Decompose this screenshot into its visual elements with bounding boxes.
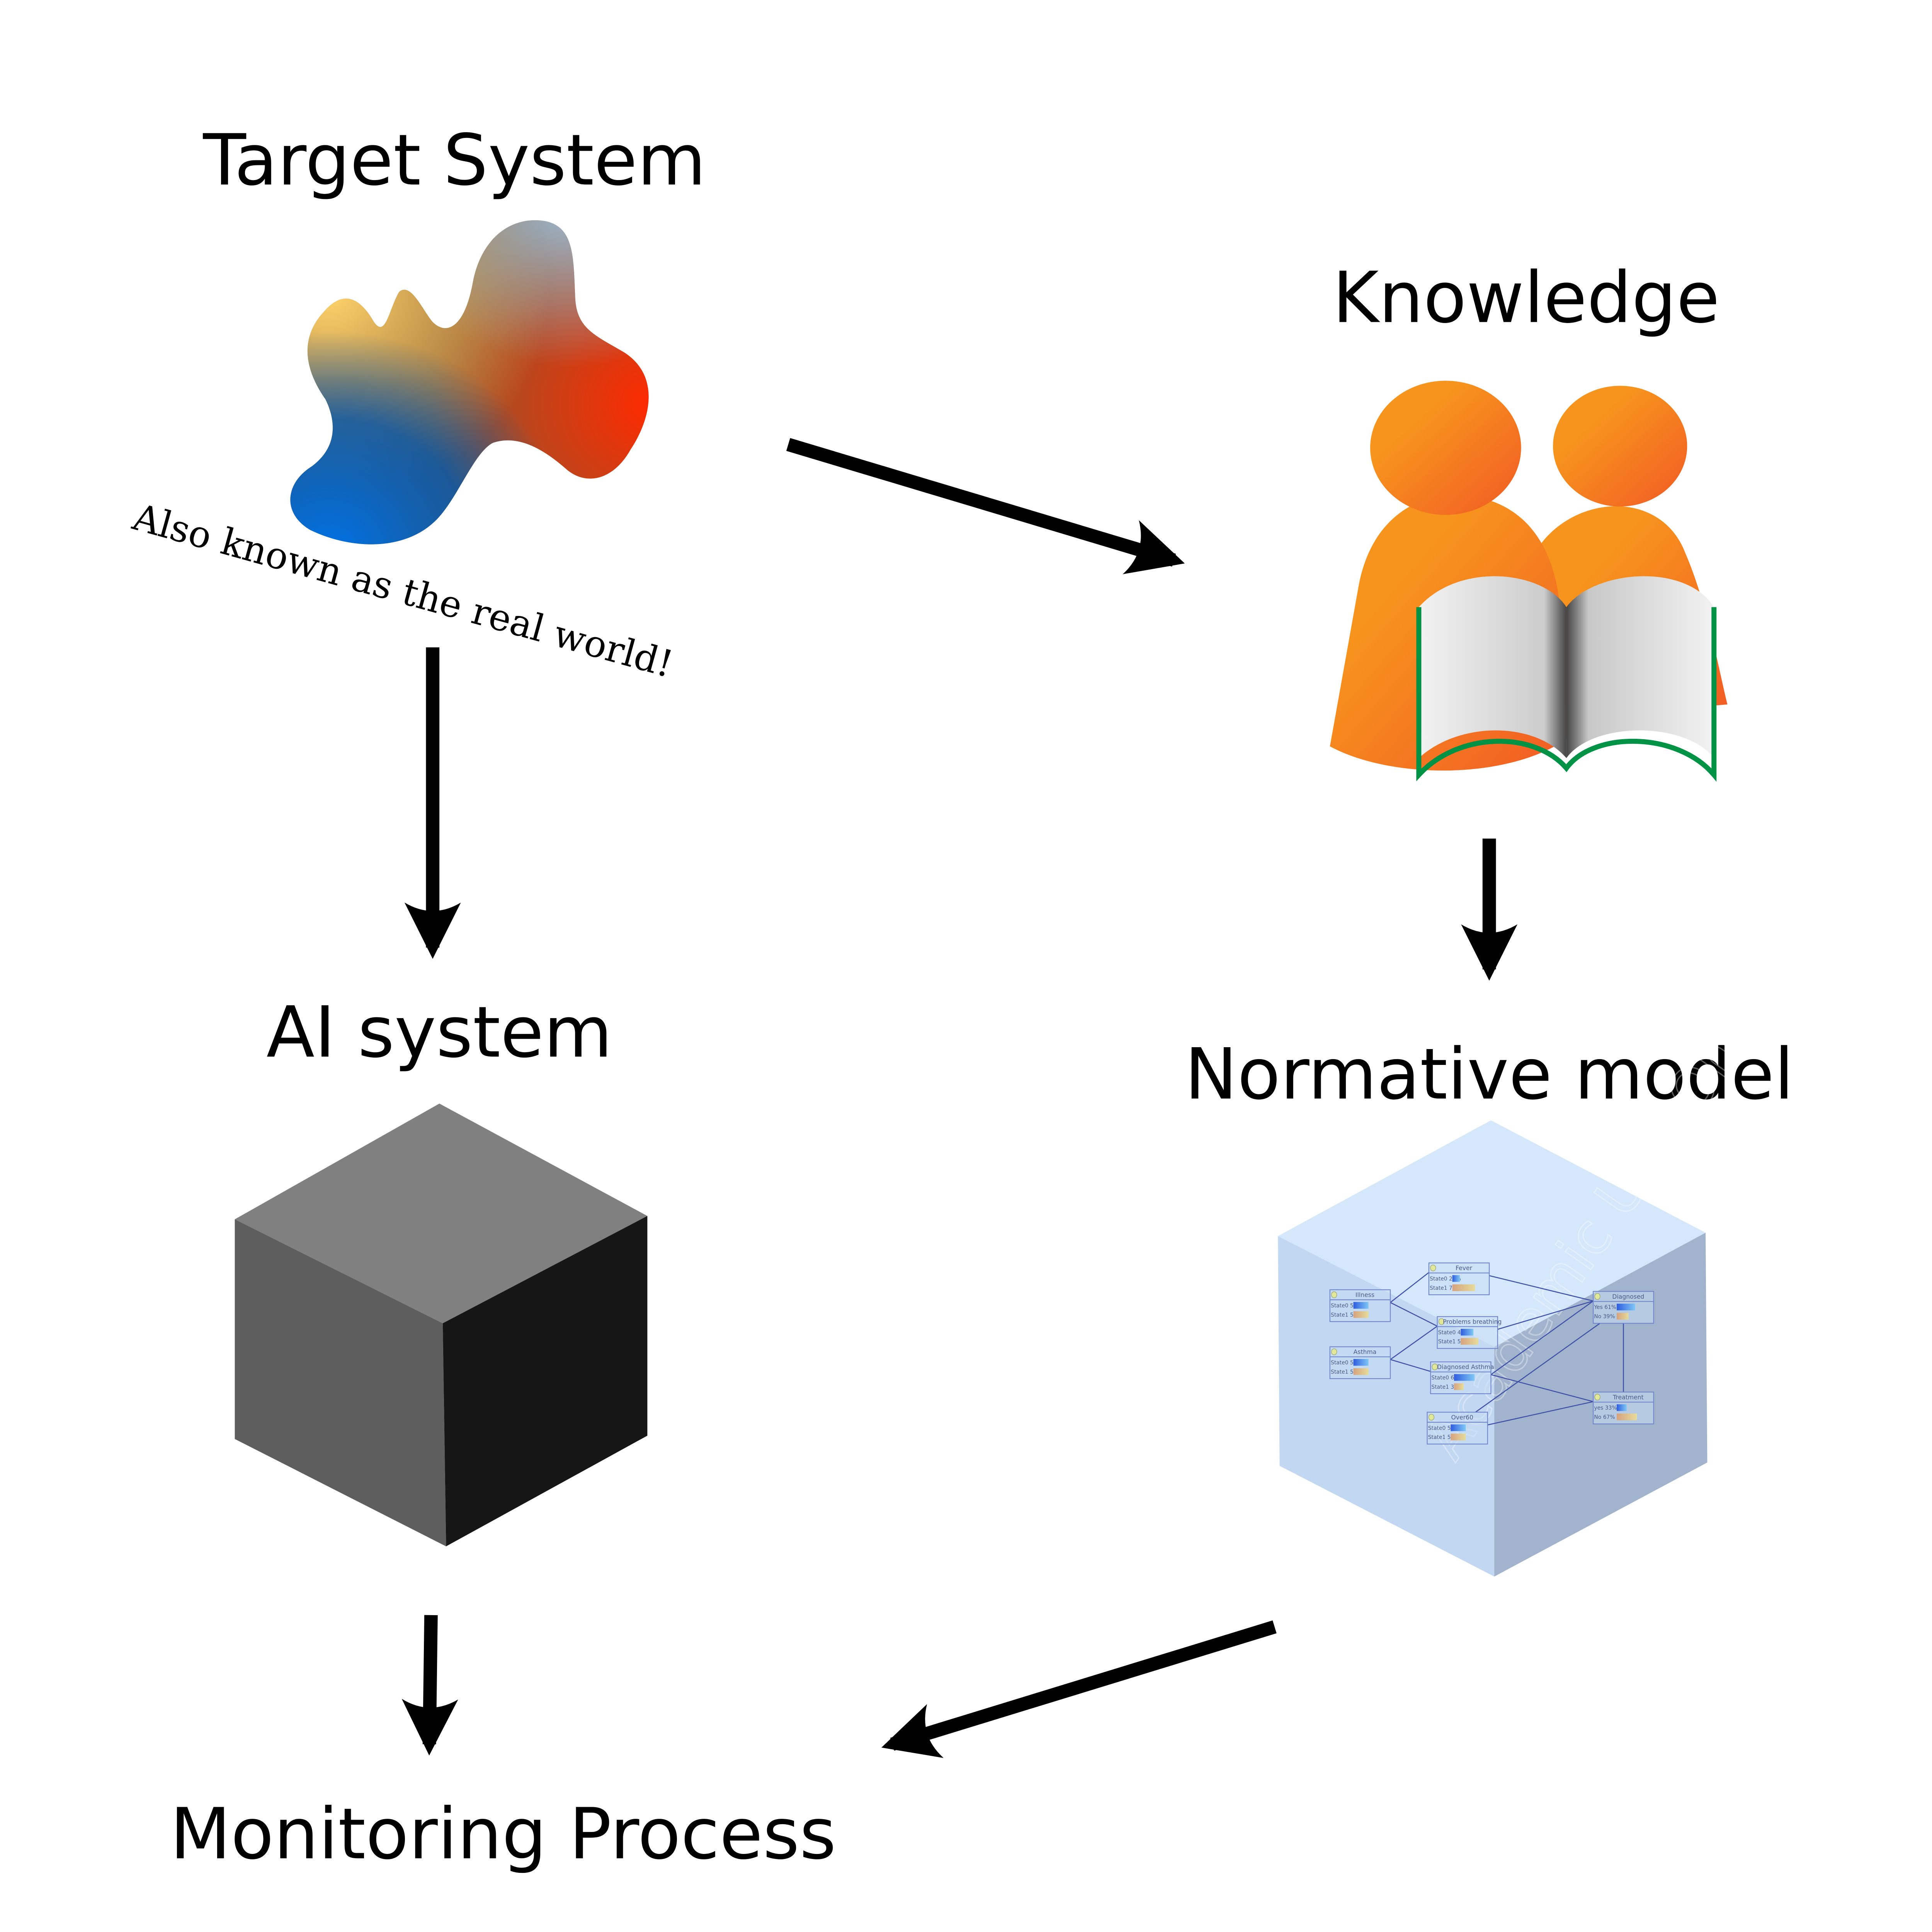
bn-state-bar [1353,1302,1369,1309]
bn-state-label: No 39% [1594,1314,1615,1320]
monitoring-process-node: Monitoring Process [170,1793,836,1875]
bn-node-status-icon [1438,1318,1445,1325]
knowledge-node: Knowledge [1330,257,1728,782]
cube-top-face [235,1104,648,1323]
bn-state-bar [1617,1313,1629,1320]
book-cover-edge [1416,607,1717,782]
bn-state-bar [1353,1311,1369,1318]
bn-node-title: Fever [1456,1265,1473,1272]
cube-left-face [235,1219,446,1546]
normative-model-node: Normative model Academic Use Only Illnes… [1185,980,1794,1577]
target-system-title: Target System [202,119,706,201]
bn-state-label: yes 33% [1594,1405,1617,1411]
bn-edge [1489,1275,1594,1302]
bn-state-bar [1353,1359,1369,1366]
bn-state-label: Yes 61% [1594,1304,1616,1311]
bn-node-title: Over60 [1451,1414,1473,1421]
bn-node-status-icon [1432,1364,1438,1370]
bn-node-title: Diagnosed Asthma [1437,1364,1494,1371]
bn-state-bar [1353,1368,1369,1375]
arrow-ai-to-monitoring [401,1615,458,1756]
bn-state-bar [1617,1413,1637,1420]
monitoring-process-title: Monitoring Process [170,1793,836,1875]
person-right-head [1553,386,1687,507]
bn-node-status-icon [1594,1394,1600,1401]
bn-state-bar [1452,1284,1475,1291]
bn-state-bar [1617,1303,1635,1311]
bn-edge [1390,1272,1429,1303]
bn-node-title: Problems breathing [1443,1318,1502,1325]
cube-right-face [442,1216,648,1546]
bn-node-status-icon [1594,1293,1600,1300]
bn-state-bar [1617,1404,1627,1411]
bn-node-title: Diagnosed [1612,1293,1644,1300]
bn-edge [1390,1302,1438,1327]
bn-node-status-icon [1331,1291,1337,1298]
black-box-cube-icon [235,1104,648,1546]
bn-node-title: Illness [1355,1292,1374,1299]
knowledge-title: Knowledge [1333,257,1720,338]
book-left-page [1418,576,1566,758]
ai-system-title: AI system [266,992,612,1073]
bn-state-bar [1451,1434,1466,1440]
bn-edge [1497,1300,1594,1330]
bn-state-bar [1454,1383,1464,1390]
bn-state-label: No 67% [1594,1414,1615,1420]
bn-state-bar [1451,1424,1466,1431]
ai-system-node: AI system [235,992,648,1546]
arrow-normative-to-monitoring [881,1620,1277,1758]
bn-node-status-icon [1430,1264,1436,1271]
bn-state-bar [1454,1374,1475,1381]
bn-edge [1390,1325,1438,1360]
bn-node-status-icon [1428,1414,1435,1421]
bn-edge [1390,1359,1431,1372]
bn-edge [1487,1401,1594,1425]
real-world-blob-icon [290,220,649,544]
bn-state-bar [1452,1275,1460,1282]
bn-edge [1475,1323,1600,1413]
bn-node-status-icon [1331,1348,1337,1355]
bn-state-bar [1461,1328,1474,1336]
bn-node: Treatment yes 33% No 67% [1593,1391,1654,1425]
target-system-node: Target System Also known as the real wor… [128,119,706,686]
bn-node-title: Treatment [1612,1394,1643,1401]
people-reading-book-icon [1330,381,1728,782]
normative-model-title: Normative model [1185,1033,1794,1115]
flow-arrows [401,438,1518,1758]
bn-state-bar [1461,1338,1478,1345]
bn-edge [1490,1300,1594,1375]
bn-edge [1491,1374,1594,1402]
bn-node-title: Asthma [1354,1349,1377,1355]
person-left-head [1370,381,1521,515]
arrow-target-to-knowledge [786,438,1185,575]
bn-edges [1390,1272,1624,1425]
book-right-page [1566,576,1714,758]
